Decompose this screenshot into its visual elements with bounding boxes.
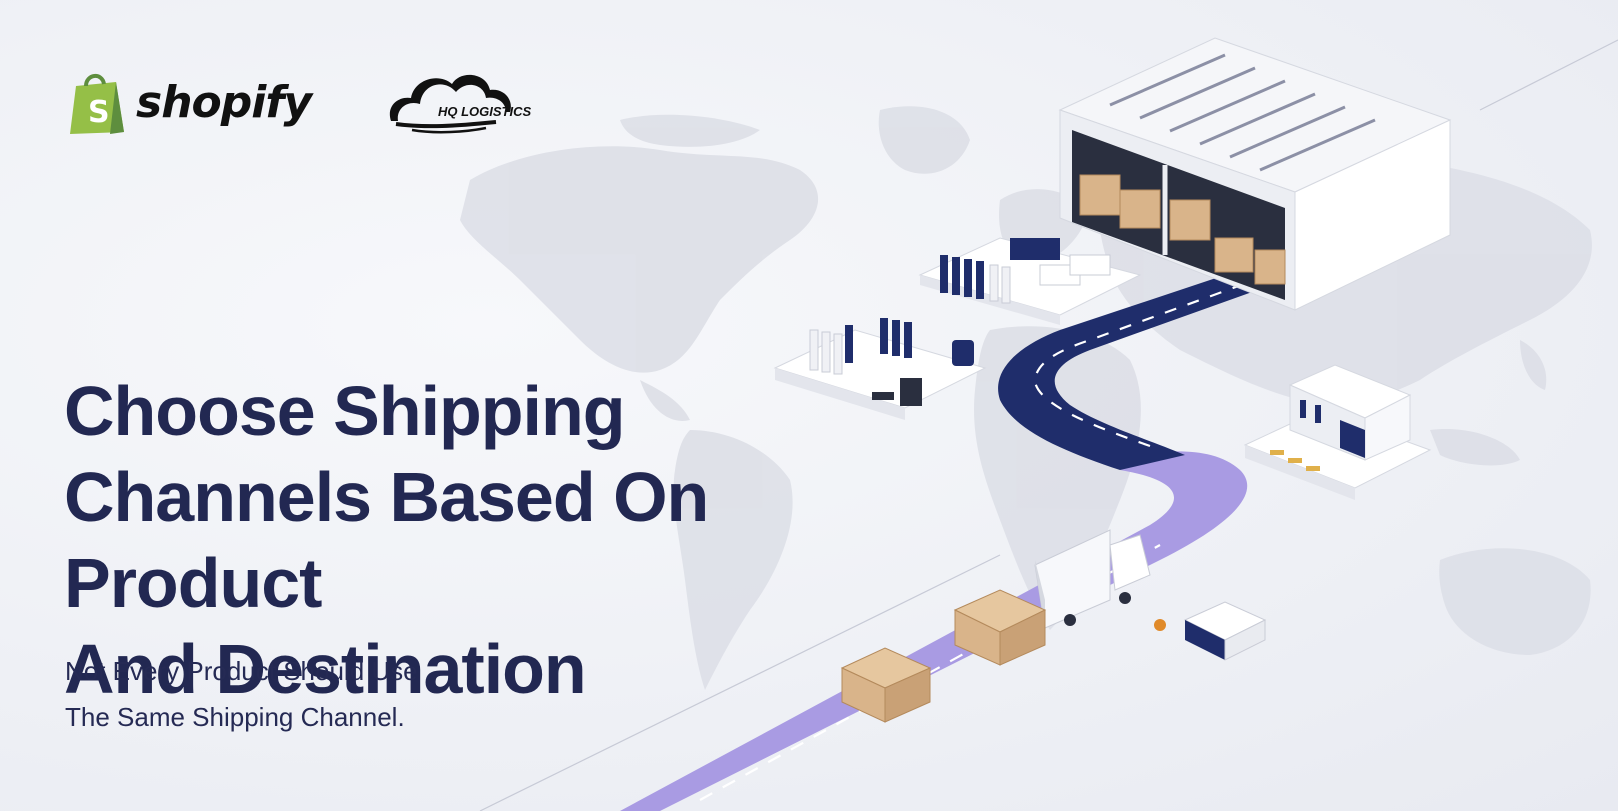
truck-icon [1034,529,1151,629]
hq-logistics-logo: HQ LOGISTICS [386,66,546,136]
headline-line-1: Choose Shipping [64,372,626,450]
road-navy [998,270,1280,470]
headline-line-2: Channels Based On Product [64,458,709,622]
warehouse-icon [1058,37,1452,311]
box-pallet-icon [840,589,1267,723]
shopify-logo: S shopify [66,68,312,136]
svg-text:S: S [88,95,110,130]
clothing-rack-icon [773,237,1142,420]
headline-line-3: And Destination [64,630,587,708]
subheadline-line-2: The Same Shipping Channel. [65,702,405,732]
shopify-bag-icon: S [70,74,124,134]
subheadline-line-1: Not Every Product Should Use [65,656,418,686]
page-title: Choose Shipping Channels Based On Produc… [64,368,964,712]
shopify-wordmark: shopify [136,76,312,128]
subheadline: Not Every Product Should Use The Same Sh… [65,648,418,740]
cloud-icon: HQ LOGISTICS [389,74,532,134]
office-building-icon [1243,364,1432,500]
hq-logistics-wordmark: HQ LOGISTICS [438,104,532,119]
